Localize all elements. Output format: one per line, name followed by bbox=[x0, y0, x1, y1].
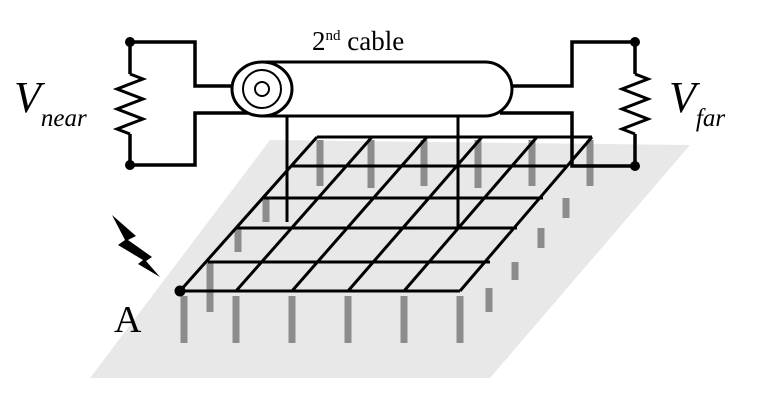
resistor-near-icon bbox=[112, 72, 148, 136]
v-far-label: Vfar bbox=[669, 73, 726, 132]
point-a-label: A bbox=[114, 299, 142, 341]
ground-mesh bbox=[178, 135, 594, 293]
lightning-bolt-icon bbox=[112, 215, 160, 277]
coaxial-cable bbox=[230, 60, 514, 118]
rods-front bbox=[180, 296, 464, 343]
near-circuit-wires bbox=[128, 40, 258, 167]
far-circuit-wires bbox=[500, 40, 637, 166]
cable-label: 2nd cable bbox=[312, 26, 405, 56]
sheath-wire-far bbox=[500, 111, 635, 168]
rods-back bbox=[206, 140, 594, 312]
point-a-dot bbox=[174, 285, 186, 297]
cable-drops bbox=[285, 113, 460, 228]
resistor-far-icon bbox=[617, 72, 653, 136]
ground-plane bbox=[90, 140, 690, 378]
terminal-dots bbox=[125, 37, 640, 171]
v-near-label: Vnear bbox=[14, 73, 87, 132]
